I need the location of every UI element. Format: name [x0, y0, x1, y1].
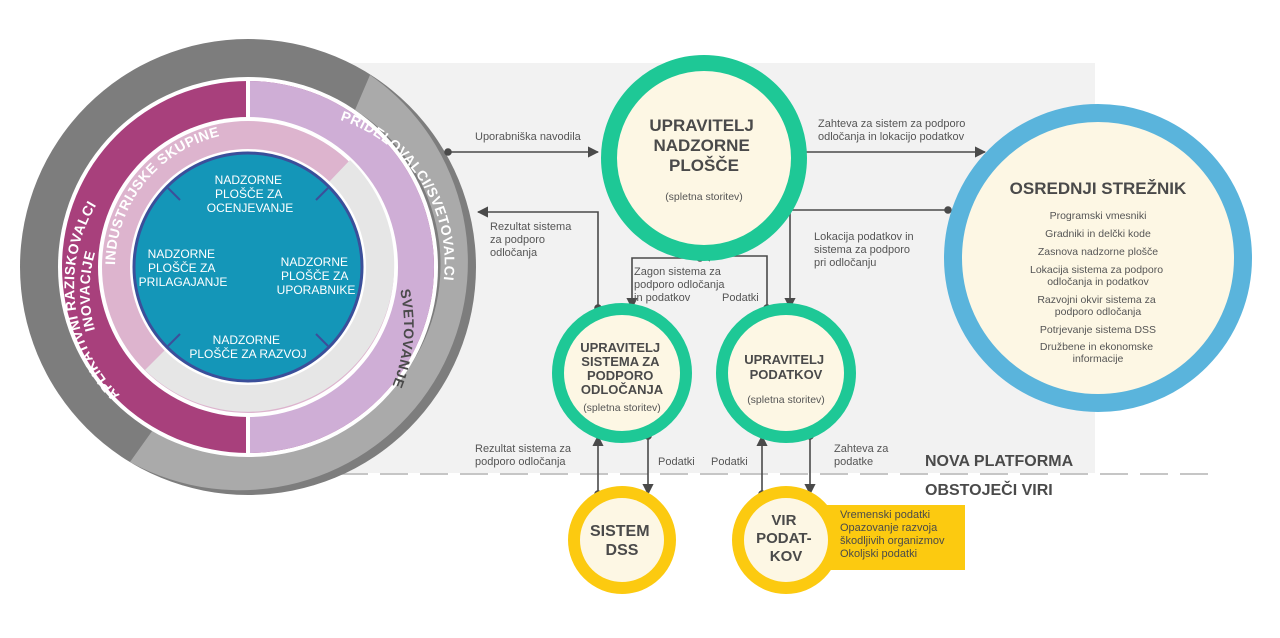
label-data-bottom-left: Podatki: [658, 456, 695, 468]
node-data-source: Vremenski podatki Opazovanje razvoja ško…: [732, 486, 965, 594]
dss-manager-title: UPRAVITELJ SISTEMA ZA PODPORO ODLOČANJA: [580, 340, 664, 397]
core-tick-ne: [315, 187, 329, 201]
data-source-box-text: Vremenski podatki Opazovanje razvoja ško…: [840, 509, 948, 560]
central-server-item: Razvojni okvir sistema za podporo odloča…: [1037, 294, 1158, 318]
label-data-request: Zahteva za podatke: [834, 443, 891, 468]
data-manager-subtitle: (spletna storitev): [747, 394, 825, 406]
central-server-item: Programski vmesniki: [1050, 210, 1147, 222]
arrow-launch-dss: [626, 257, 700, 310]
core-label-bottom: NADZORNE PLOŠČE ZA RAZVOJ: [189, 333, 306, 361]
label-data-mid: Podatki: [722, 292, 759, 304]
ring-label-innovation: INOVACIJE: [77, 249, 99, 334]
dashboard-manager-title: UPRAVITELJ NADZORNE PLOŠČE: [649, 116, 758, 175]
core-label-top: NADZORNE PLOŠČE ZA OCENJEVANJE: [207, 173, 293, 215]
core-label-right: NADZORNE PLOŠČE ZA UPORABNIKE: [277, 255, 356, 297]
label-data-bottom-mid: Podatki: [711, 456, 748, 468]
node-dss-system: SISTEM DSS: [568, 486, 676, 594]
arrow-dss-result-top: [476, 206, 599, 308]
core-label-left: NADZORNE PLOŠČE ZA PRILAGAJANJE: [139, 247, 228, 289]
ring-outer-light-grey: [130, 75, 468, 491]
core-tick-nw: [167, 187, 181, 201]
label-new-platform: NOVA PLATFORMA: [925, 453, 1074, 470]
dss-manager-subtitle: (spletna storitev): [583, 402, 661, 414]
label-launch-dss: Zagon sistema za podporo odločanja in po…: [634, 266, 728, 304]
label-request-dss: Zahteva za sistem za podporo odločanja i…: [818, 118, 968, 143]
data-source-title: VIR PODAT- KOV: [756, 512, 816, 565]
core-tick-sw: [167, 333, 181, 347]
central-server-item: Lokacija sistema za podporo odločanja in…: [1030, 264, 1166, 288]
central-server-title: OSREDNJI STREŽNIK: [1010, 179, 1187, 198]
label-data-location: Lokacija podatkov in sistema za podporo …: [814, 231, 917, 269]
dss-system-title: SISTEM DSS: [590, 523, 654, 559]
label-existing-sources: OBSTOJEČI VIRI: [925, 480, 1053, 499]
label-user-guidance: Uporabniška navodila: [475, 131, 582, 143]
data-manager-title: UPRAVITELJ PODATKOV: [744, 352, 828, 382]
central-server-item: Družbene in ekonomske informacije: [1040, 341, 1156, 365]
node-dashboard-manager: UPRAVITELJ NADZORNE PLOŠČE (spletna stor…: [601, 55, 807, 261]
data-manager-circle: [716, 303, 856, 443]
node-dss-manager: UPRAVITELJ SISTEMA ZA PODPORO ODLOČANJA …: [552, 303, 692, 443]
dss-manager-circle: [552, 303, 692, 443]
central-server-item: Zasnova nadzorne plošče: [1038, 246, 1158, 258]
ring-core: [132, 151, 364, 383]
central-server-item: Gradniki in delčki kode: [1045, 228, 1151, 240]
dot-data-location: [944, 206, 952, 214]
dss-system-circle: [568, 486, 676, 594]
core-tick-se: [315, 333, 329, 347]
label-dss-result-top: Rezultat sistema za podporo odločanja: [490, 221, 574, 259]
stakeholder-rings: INOVACIJE SVETOVANJE APLIKATIVNI RAZISKO…: [20, 39, 476, 495]
dashboard-manager-subtitle: (spletna storitev): [665, 191, 743, 203]
node-data-manager: UPRAVITELJ PODATKOV (spletna storitev): [716, 303, 856, 443]
label-dss-result-bottom: Rezultat sistema za podporo odločanja: [475, 443, 574, 468]
data-source-circle: [732, 486, 840, 594]
node-central-server: OSREDNJI STREŽNIK Programski vmesniki Gr…: [944, 104, 1252, 412]
dot-user-guidance: [444, 148, 452, 156]
central-server-circle: [944, 104, 1252, 412]
central-server-item: Potrjevanje sistema DSS: [1040, 324, 1156, 336]
dashboard-manager-circle: [601, 55, 807, 261]
